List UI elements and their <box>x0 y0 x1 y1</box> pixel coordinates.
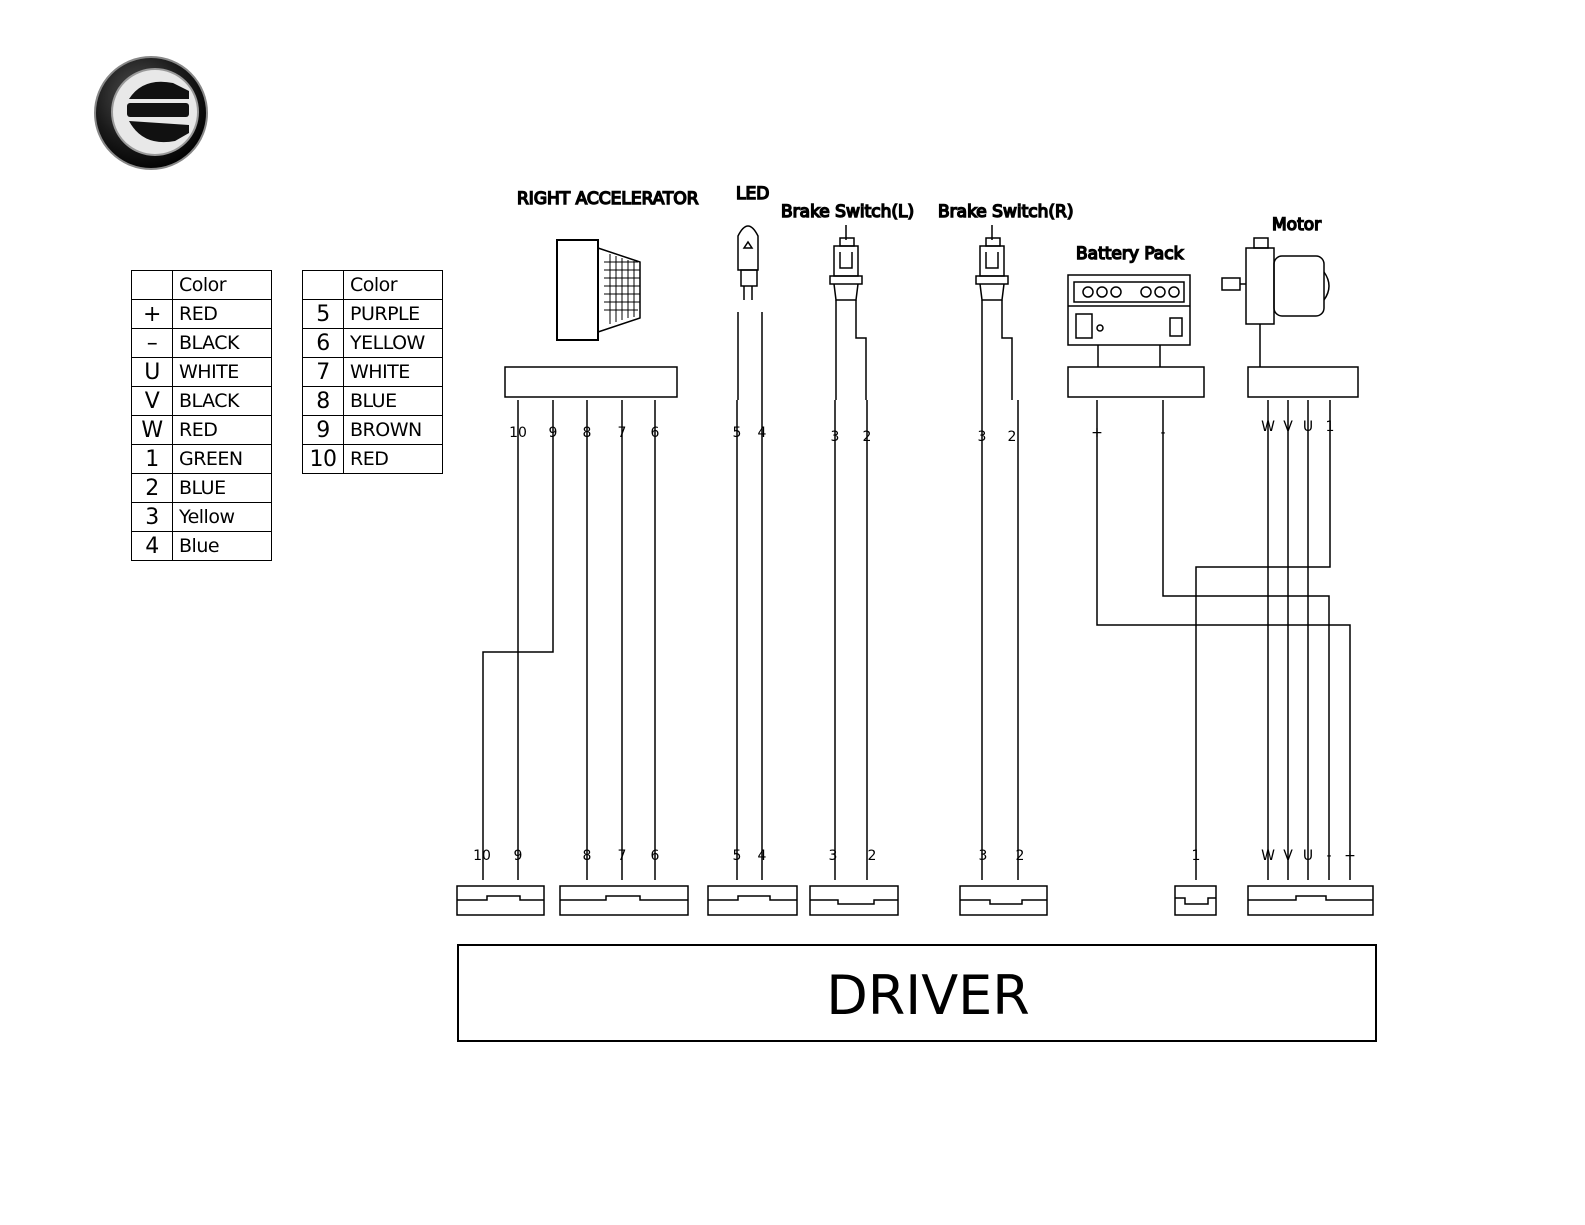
pin-label: 3 <box>831 429 840 445</box>
battery-pack-label: Battery Pack <box>1076 244 1184 264</box>
brake-switch-left-label: Brake Switch(L) <box>781 202 914 222</box>
pin-label: 10 <box>509 425 527 441</box>
pin-label: 2 <box>1016 848 1025 864</box>
battery-pack-icon <box>1068 275 1190 367</box>
pin-label: 2 <box>1008 429 1017 445</box>
pin-label: 2 <box>868 848 877 864</box>
pin-label: 9 <box>514 848 523 864</box>
pin-label: 3 <box>978 429 987 445</box>
pin-label: 3 <box>979 848 988 864</box>
pin-label: 5 <box>733 848 742 864</box>
led-icon <box>738 226 762 400</box>
pin-label: 5 <box>733 425 742 441</box>
pin-label: 8 <box>583 425 592 441</box>
pin-label: + <box>1344 848 1356 864</box>
pin-label: 1 <box>1326 419 1335 435</box>
pin-label: U <box>1303 419 1313 435</box>
pin-label: 1 <box>1192 848 1201 864</box>
pin-label: 2 <box>863 429 872 445</box>
motor-label: Motor <box>1272 215 1321 235</box>
motor-icon <box>1222 238 1329 367</box>
pin-label: + <box>1091 425 1103 441</box>
led-label: LED <box>736 184 769 204</box>
bottom-connectors <box>457 886 1373 915</box>
pin-label: 4 <box>758 425 767 441</box>
pin-label: W <box>1261 848 1275 864</box>
pin-label: W <box>1261 419 1275 435</box>
pin-label: - <box>1326 848 1331 864</box>
pin-label: 8 <box>583 848 592 864</box>
pin-label: 10 <box>473 848 491 864</box>
pin-label: 6 <box>651 848 660 864</box>
wires <box>483 400 1350 880</box>
pin-label: U <box>1303 848 1313 864</box>
pin-label: 6 <box>651 425 660 441</box>
pin-label: V <box>1283 848 1293 864</box>
pin-label: V <box>1283 419 1293 435</box>
pin-label: - <box>1160 425 1165 441</box>
pin-label: 3 <box>829 848 838 864</box>
brake-switch-left-icon <box>830 225 866 400</box>
pin-label: 7 <box>618 848 627 864</box>
brake-switch-right-icon <box>976 225 1012 400</box>
pin-label: 7 <box>618 425 627 441</box>
battery-connector <box>1068 367 1204 397</box>
pin-label: 9 <box>549 425 558 441</box>
driver-label: DRIVER <box>826 964 1030 1027</box>
pin-label: 4 <box>758 848 767 864</box>
motor-connector <box>1248 367 1358 397</box>
brake-switch-right-label: Brake Switch(R) <box>938 202 1073 222</box>
accelerator-connector <box>505 367 677 397</box>
right-accelerator-label: RIGHT ACCELERATOR <box>517 189 699 209</box>
accelerator-icon <box>557 240 640 340</box>
